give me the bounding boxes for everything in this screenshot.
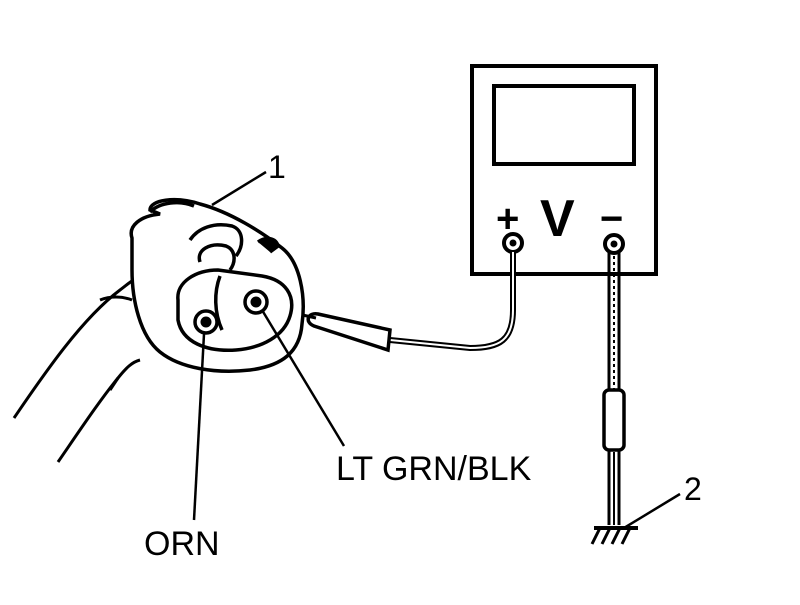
positive-probe: [306, 312, 392, 353]
leader-lines: [192, 170, 681, 530]
voltmeter-display: [492, 84, 636, 166]
leader-lt-grn-blk: [260, 309, 346, 447]
hand-illustration: [12, 274, 141, 463]
callout-1: 1: [268, 149, 286, 185]
terminal-lt-grn-blk: [243, 289, 269, 315]
wire-label-orn: ORN: [144, 525, 220, 563]
positive-test-lead: [279, 252, 516, 353]
connector: [129, 197, 305, 373]
negative-test-lead: [602, 252, 626, 525]
ground-symbol: [590, 526, 638, 545]
negative-probe: [602, 388, 626, 452]
leader-orn: [192, 333, 206, 521]
wire-label-lt-grn-blk: LT GRN/BLK: [336, 450, 532, 488]
negative-sign: −: [600, 197, 623, 241]
terminal-orn: [193, 309, 219, 335]
positive-sign: +: [496, 197, 519, 241]
volt-symbol: V: [540, 190, 575, 248]
leader-callout-2: [623, 492, 681, 530]
callout-2: 2: [684, 471, 702, 507]
connector-cavity: [176, 268, 294, 352]
negative-terminal: [603, 233, 625, 255]
leader-callout-1: [211, 170, 267, 207]
voltmeter: [470, 64, 658, 276]
